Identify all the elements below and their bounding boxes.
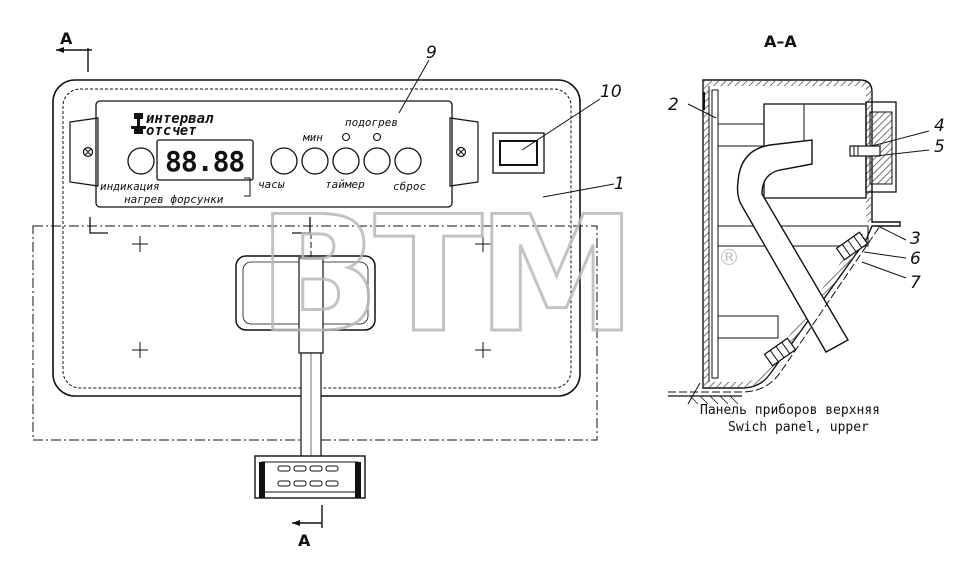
left-mounting-ear	[69, 117, 99, 187]
label-indication: индикация	[100, 180, 160, 193]
section-view-aa: A–A	[668, 32, 945, 435]
interval-logo-icon	[131, 113, 146, 134]
callout-10: 10	[600, 82, 622, 102]
callout-4: 4	[934, 116, 945, 136]
label-nozzle-heating: нагрев форсунки	[124, 193, 224, 206]
upper-switch-panel	[32, 225, 598, 441]
rocker-switch	[492, 132, 545, 174]
watermark: BTM ®	[257, 180, 741, 370]
callout-7: 7	[910, 273, 921, 293]
display-readout: 88.88	[165, 145, 244, 178]
label-interval: интервал	[146, 111, 214, 127]
faceplate-section	[711, 89, 719, 379]
indication-button	[127, 147, 155, 175]
callout-2: 2	[668, 95, 679, 115]
caption-ru: Панель приборов верхняя	[700, 403, 880, 418]
label-preheat: подогрев	[345, 116, 398, 129]
minutes-button	[301, 147, 329, 175]
watermark-text: BTM	[258, 181, 630, 368]
bolt-6-7	[835, 231, 869, 261]
rocker-switch-key	[499, 140, 538, 166]
housing-seal-line	[62, 88, 572, 389]
mounting-crosses	[132, 236, 491, 358]
callout-5: 5	[934, 137, 945, 157]
hours-button	[270, 147, 298, 175]
led-display	[156, 139, 254, 181]
reset-button	[394, 147, 422, 175]
screw-4	[849, 145, 881, 157]
callout-6: 6	[910, 249, 921, 269]
timer-button	[332, 147, 360, 175]
front-view: A интервал отсчет 88.88	[32, 29, 625, 550]
right-screw-icon	[455, 146, 467, 158]
cable-harness	[298, 257, 324, 354]
section-view-title: A–A	[764, 32, 797, 51]
label-minutes: мин	[302, 131, 323, 144]
callout-1: 1	[614, 174, 625, 194]
label-hours: часы	[258, 178, 285, 191]
section-mark-a-top: A	[60, 29, 73, 48]
caption-en: Swich panel, upper	[728, 420, 869, 435]
section-mark-a-bottom: A	[298, 531, 311, 550]
preheat-led-2-icon	[372, 132, 382, 142]
preheat-led-1-icon	[341, 132, 351, 142]
callout-3: 3	[910, 229, 921, 249]
left-screw-icon	[82, 146, 94, 158]
control-unit-face	[95, 100, 453, 208]
label-reset: сброс	[393, 180, 426, 193]
label-timer: таймер	[325, 178, 365, 191]
watermark-registered-icon: ®	[718, 246, 740, 271]
right-mounting-ear	[449, 117, 479, 187]
cable-tube-section	[736, 139, 849, 353]
callout-9: 9	[426, 43, 437, 63]
harness-plug	[254, 455, 366, 499]
bolt-lower	[763, 337, 797, 367]
label-countdown: отсчет	[146, 123, 197, 139]
preheat-button	[363, 147, 391, 175]
